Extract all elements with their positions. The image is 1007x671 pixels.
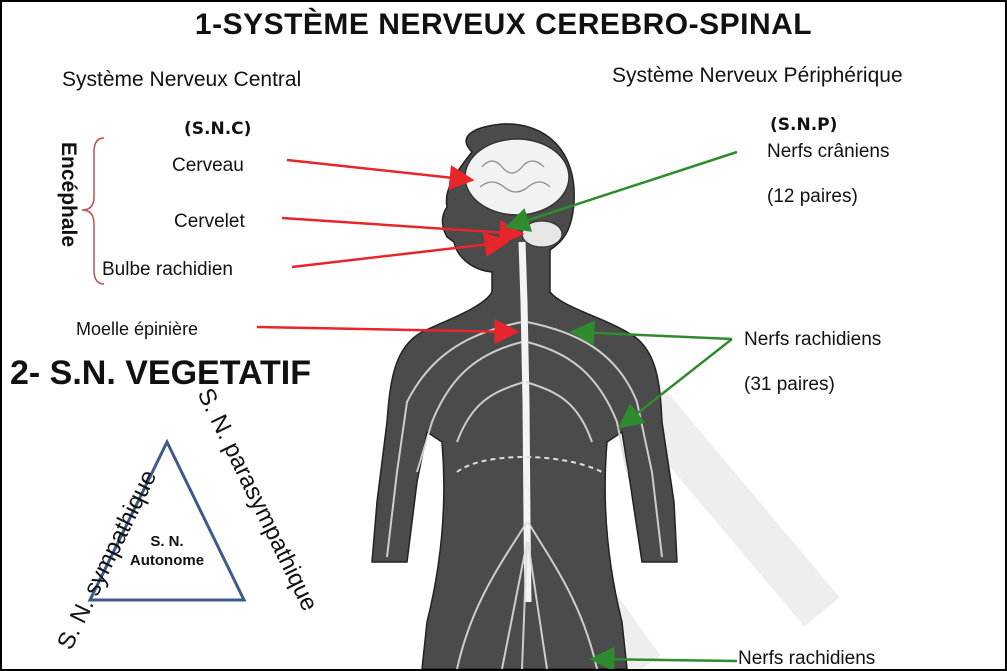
label-moelle-epiniere: Moelle épinière [76, 319, 198, 340]
section-vegetatif-title: 2- S.N. VEGETATIF [10, 354, 311, 393]
label-nerfs-rachidiens-bottom: Nerfs rachidiens [738, 648, 875, 670]
brain [465, 139, 569, 215]
cerebellum [522, 221, 562, 247]
label-cervelet: Cervelet [174, 211, 245, 233]
label-nerfs-rachidiens-count: (31 paires) [744, 374, 835, 396]
encephale-brace [82, 138, 104, 284]
peripheral-heading: Système Nerveux Périphérique [612, 64, 903, 88]
label-nerfs-rachidiens: Nerfs rachidiens [744, 329, 881, 351]
label-cerveau: Cerveau [172, 155, 244, 177]
label-bulbe-rachidien: Bulbe rachidien [102, 259, 233, 281]
peripheral-abbr: (S.N.P) [770, 115, 837, 135]
page-title: 1-SYSTÈME NERVEUX CEREBRO-SPINAL [2, 8, 1005, 42]
label-nerfs-craniens-count: (12 paires) [767, 186, 858, 208]
arrow-cerveau [287, 160, 472, 180]
central-heading: Système Nerveux Central [62, 68, 301, 92]
central-abbr: (S.N.C) [184, 119, 251, 139]
encephale-label: Encéphale [56, 142, 80, 247]
label-nerfs-craniens: Nerfs crâniens [767, 141, 890, 163]
triangle-center-line2: Autonome [117, 551, 217, 570]
